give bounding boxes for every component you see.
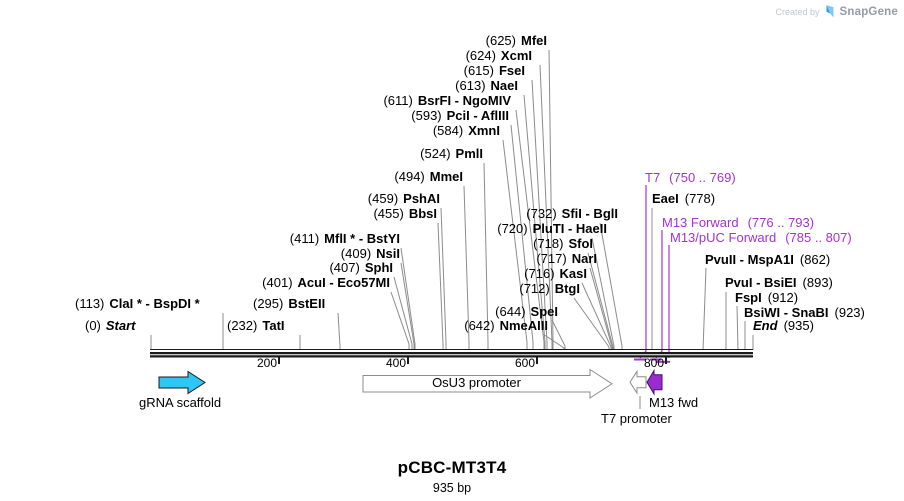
site-label-naei[interactable]: (613)NaeI (455, 78, 518, 93)
ruler-tick-200: 200 (256, 356, 277, 370)
site-label-pluti-haeii[interactable]: (720)PluTI - HaeII (497, 221, 607, 236)
site-label-mfei[interactable]: (625)MfeI (485, 33, 547, 48)
grna-scaffold-label: gRNA scaffold (139, 395, 222, 410)
grna-scaffold-arrow[interactable] (158, 370, 206, 395)
site-label-fsei[interactable]: (615)FseI (463, 63, 525, 78)
osu3-promoter-label: OsU3 promoter (432, 375, 521, 390)
site-label-end[interactable]: End(935) (753, 318, 814, 333)
watermark-brand: SnapGene (839, 5, 898, 18)
site-label-pcii-afliii[interactable]: (593)PciI - AflIII (411, 108, 509, 123)
ruler (150, 349, 753, 364)
map-length: 935 bp (432, 481, 472, 495)
site-label-btgi[interactable]: (712)BtgI (519, 281, 580, 296)
site-label-sphi[interactable]: (407)SphI (329, 260, 393, 275)
site-label-pshai[interactable]: (459)PshAI (367, 191, 440, 206)
site-label-sfoi[interactable]: (718)SfoI (533, 236, 593, 251)
site-label-acui-eco57mi[interactable]: (401)AcuI - Eco57MI (262, 275, 390, 290)
ruler-tick-400: 400 (385, 356, 406, 370)
t7-promoter-label: T7 promoter (601, 411, 672, 426)
site-label-spei[interactable]: (644)SpeI (495, 304, 558, 319)
ruler-tick-600: 600 (514, 356, 535, 370)
site-label-clai-bspdi[interactable]: (113)ClaI * - BspDI * (75, 296, 200, 311)
site-label-sfii-bgli[interactable]: (732)SfiI - BglI (526, 206, 618, 221)
m13-fwd-arrow[interactable] (646, 368, 663, 396)
site-label-bbsi[interactable]: (455)BbsI (373, 206, 437, 221)
primer-label-m13-puc-forward[interactable]: M13/pUC Forward(785 .. 807) (670, 230, 852, 245)
site-label-pvuii-mspa1i[interactable]: PvuII - MspA1I(862) (705, 252, 831, 267)
site-label-bsrfi-ngomiv[interactable]: (611)BsrFI - NgoMIV (383, 93, 511, 108)
m13-fwd-label: M13 fwd (649, 395, 699, 410)
watermark: Created by SnapGene (775, 4, 898, 19)
site-label-bsteii[interactable]: (295)BstEII (253, 296, 326, 311)
osu3-promoter-arrow[interactable] (362, 368, 613, 399)
site-label-kasi[interactable]: (716)KasI (524, 266, 587, 281)
site-label-eaei[interactable]: EaeI(778) (652, 191, 716, 206)
site-label-pvui-bsiei[interactable]: PvuI - BsiEI(893) (725, 275, 833, 290)
site-label-mmei[interactable]: (494)MmeI (394, 169, 463, 184)
site-label-xcmi[interactable]: (624)XcmI (465, 48, 532, 63)
site-label-xmni[interactable]: (584)XmnI (432, 123, 500, 138)
primer-label-m13-forward[interactable]: M13 Forward(776 .. 793) (662, 215, 815, 230)
site-label-nsii[interactable]: (409)NsiI (340, 246, 400, 261)
ruler-tick-800: 800 (643, 356, 664, 370)
site-label-nari[interactable]: (717)NarI (536, 251, 597, 266)
site-label-pmli[interactable]: (524)PmlI (420, 146, 483, 161)
map-title: pCBC-MT3T4 (397, 458, 507, 477)
site-label-fspi[interactable]: FspI(912) (735, 290, 799, 305)
site-label-nmeaiii[interactable]: (642)NmeAIII (464, 318, 548, 333)
site-label-mfli-bstyi[interactable]: (411)MflI * - BstYI (289, 231, 400, 246)
site-label-tati[interactable]: (232)TatI (227, 318, 285, 333)
primer-label-t7[interactable]: T7(750 .. 769) (645, 170, 736, 185)
site-label-start[interactable]: (0)Start (85, 318, 136, 333)
snapgene-logo-icon (826, 5, 834, 18)
watermark-created-by: Created by (775, 6, 820, 17)
site-label-bsiwi-snabi[interactable]: BsiWI - SnaBI(923) (744, 305, 865, 320)
map-title-block: pCBC-MT3T4 935 bp (302, 458, 602, 495)
t7-promoter-arrow[interactable] (629, 369, 647, 395)
